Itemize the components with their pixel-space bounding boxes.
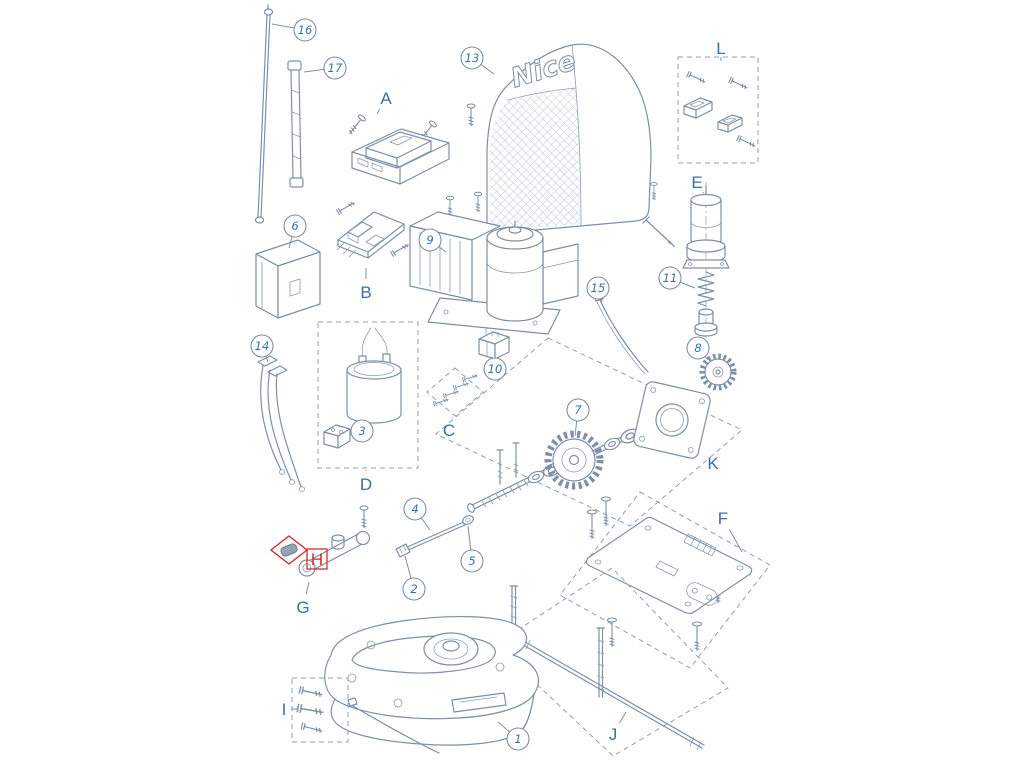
callout-5: 5 (460, 525, 484, 573)
callout-number: 8 (694, 341, 701, 355)
callout-number: 9 (426, 233, 433, 247)
callout-10: 10 (483, 356, 507, 381)
gear-7 (544, 430, 604, 490)
part-6-bracket (255, 239, 321, 319)
part-b-board (335, 199, 411, 259)
callout-number: 16 (298, 23, 313, 37)
callout-number: 5 (468, 554, 475, 568)
section-letter-text: A (380, 89, 392, 108)
callout-11: 11 (658, 266, 696, 290)
part-e-motor-assembly (642, 182, 730, 338)
base-cable-tie (352, 705, 440, 754)
annotation-layer: 1 2 3 4 5 6 7 8 9 10 11 13 14 15 16 17A B C D E F G H I J K L (250, 18, 743, 751)
section-letter-text: H (311, 550, 323, 569)
callout-15: 15 (586, 276, 610, 303)
part-17-strap (287, 60, 304, 188)
bearing-flange (633, 381, 711, 459)
group-k-box (435, 337, 743, 527)
callout-number: 6 (291, 219, 298, 233)
callout-number: 4 (411, 502, 418, 516)
group-j-box (494, 567, 729, 757)
section-letter-text: E (691, 173, 702, 192)
group-l-box (677, 56, 759, 164)
group-i-box (291, 677, 349, 743)
section-letter-text: J (609, 725, 618, 744)
callout-16: 16 (271, 18, 317, 42)
group-i-screws (291, 677, 349, 743)
section-label-A: A (376, 89, 392, 115)
callout-6: 6 (283, 214, 307, 249)
base-cable-tie-head (347, 697, 358, 707)
section-label-F: F (718, 509, 743, 553)
callout-number: 13 (465, 51, 480, 65)
part-3-terminal-block (323, 424, 351, 449)
group-f-mounting-plate (559, 491, 771, 669)
part-14-wiring-harness (257, 355, 305, 492)
part-13-motor-cover: Nice (466, 43, 658, 234)
callout-13: 13 (460, 46, 495, 75)
group-d-box (317, 321, 419, 469)
callout-number: 15 (591, 281, 606, 295)
callout-3: 3 (349, 419, 374, 443)
group-k-drivetrain (435, 337, 743, 527)
section-letter-text: I (282, 700, 287, 719)
section-letter-text: C (443, 421, 455, 440)
section-letter-text: B (360, 283, 371, 302)
callout-17: 17 (303, 56, 347, 80)
callout-4: 4 (403, 497, 431, 531)
callout-number: 3 (358, 424, 365, 438)
brand-logo-nice: Nice (507, 45, 579, 94)
gear-8 (699, 353, 737, 391)
callout-7: 7 (566, 398, 590, 437)
group-c-rivets (426, 367, 484, 417)
section-label-H: H (306, 548, 328, 570)
group-c-box (426, 367, 484, 417)
part-h-highlight-diamond (269, 535, 309, 565)
section-letter-text: D (360, 475, 372, 494)
callout-number: 11 (663, 271, 678, 285)
part-1-base-housing (324, 616, 539, 754)
part-h-pin (280, 543, 298, 557)
section-label-K: K (707, 449, 719, 473)
section-letter-text: G (296, 598, 309, 617)
section-label-G: G (296, 581, 310, 617)
part-15-cable-tie (593, 292, 649, 375)
callout-8: 8 (686, 336, 710, 361)
section-label-I: I (282, 700, 297, 719)
group-d-capacitor (317, 321, 419, 469)
plate-bracket-slot (686, 582, 718, 606)
group-l-fasteners (677, 56, 759, 164)
section-letter-text: L (716, 39, 725, 58)
section-label-C: C (443, 417, 455, 440)
part-a-control-unit (345, 113, 450, 185)
callout-number: 17 (328, 61, 343, 75)
section-letter-text: K (707, 454, 719, 473)
part-16-rod (254, 4, 274, 224)
part-10-connector (478, 328, 510, 360)
callout-9: 9 (418, 228, 447, 253)
part-2-rod-end (395, 543, 411, 558)
callout-number: 10 (488, 362, 503, 376)
callout-number: 2 (410, 582, 417, 596)
callout-14: 14 (250, 334, 274, 363)
callout-number: 14 (255, 339, 270, 353)
part-4-rod-assembly (395, 515, 474, 558)
section-label-J: J (609, 711, 627, 744)
section-label-E: E (691, 173, 705, 194)
section-letter-text: F (718, 509, 728, 528)
section-label-L: L (716, 39, 726, 61)
callout-number: 1 (514, 732, 521, 746)
callout-number: 7 (574, 403, 582, 417)
part-5-bushing (462, 515, 474, 525)
part-9-gearmotor (409, 191, 579, 335)
callout-2: 2 (402, 555, 426, 601)
section-label-B: B (360, 268, 372, 302)
callout-1: 1 (497, 721, 530, 751)
section-label-D: D (360, 470, 372, 494)
